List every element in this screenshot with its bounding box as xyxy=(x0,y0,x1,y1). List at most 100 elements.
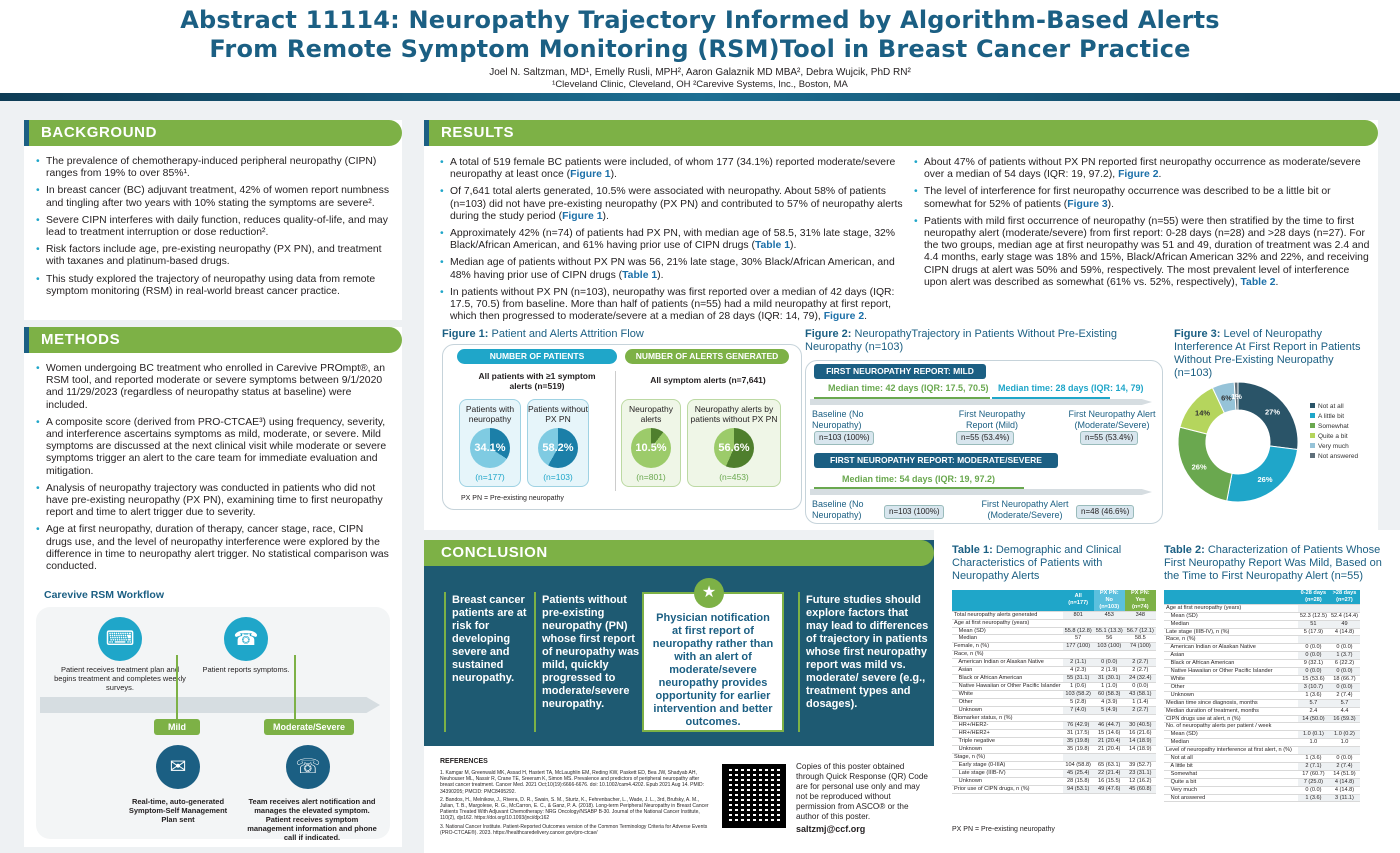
table-cell xyxy=(1328,604,1360,613)
table-cell: A little bit xyxy=(1164,762,1298,771)
card-patients-with-neuropathy: Patients with neuropathy 34.1% (n=177) xyxy=(459,399,521,487)
table-cell xyxy=(1328,746,1360,756)
table-cell: 2 (2.7) xyxy=(1124,706,1156,715)
result-bullet: Patients with mild first occurrence of n… xyxy=(914,216,1370,289)
table-cell: 58.5 xyxy=(1124,634,1156,644)
pie-label-5: 1% xyxy=(1231,392,1242,401)
legend-label-2: Somewhat xyxy=(1318,423,1349,430)
bullet: A composite score (derived from PRO-CTCA… xyxy=(36,417,392,478)
table-cell: Unknown xyxy=(1164,691,1298,700)
header-cell: 0-28 days (n=28) xyxy=(1297,590,1329,605)
table-cell: 1.0 xyxy=(1297,738,1329,748)
table-cell: Very much xyxy=(1164,786,1298,795)
result-text: Patients with mild first occurrence of n… xyxy=(924,215,1370,288)
pill-number-of-patients: NUMBER OF PATIENTS xyxy=(457,349,617,364)
table-cell: 2 (2.7) xyxy=(1124,658,1156,668)
table-cell: Age at first neuropathy (years) xyxy=(952,619,1063,628)
table-cell: CIPN drugs use at alert, n (%) xyxy=(1164,715,1298,724)
figure-reference-link[interactable]: Table 2 xyxy=(1240,276,1276,288)
figure-reference-link[interactable]: Table 1 xyxy=(754,240,790,252)
result-bullet: Median age of patients without PX PN was… xyxy=(440,257,908,281)
table-cell: Mean (SD) xyxy=(1164,612,1298,621)
legend-label-5: Not answered xyxy=(1318,453,1358,460)
workflow-step-treatment: Patient receives treatment plan and begi… xyxy=(54,665,186,692)
table-cell: 103 (58.2) xyxy=(1062,690,1094,699)
bullet: The prevalence of chemotherapy-induced p… xyxy=(36,156,392,180)
table-cell: Biomarker status, n (%) xyxy=(952,714,1063,723)
figure-reference-link[interactable]: Figure 1 xyxy=(570,169,611,181)
table-cell: 2 (2.7) xyxy=(1124,666,1156,675)
table-cell: 52.3 (12.5) xyxy=(1297,612,1329,621)
affiliations: ¹Cleveland Clinic, Cleveland, OH ²Carevi… xyxy=(552,79,848,90)
table-cell xyxy=(1328,635,1360,645)
header-band xyxy=(0,93,1400,101)
table-cell: 348 xyxy=(1124,611,1156,620)
card-patients-without-pxpn: Patients without PX PN 58.2% (n=103) xyxy=(527,399,589,487)
table-row: Age at first neuropathy (years) xyxy=(1164,604,1360,613)
result-text: About 47% of patients without PX PN repo… xyxy=(924,157,1361,181)
table-cell: 4 (3.9) xyxy=(1093,698,1125,707)
table-cell: 2 (7.4) xyxy=(1328,691,1360,700)
table-row: No. of neuropathy alerts per patient / w… xyxy=(1164,722,1360,732)
table-cell: 5 (2.8) xyxy=(1062,698,1094,707)
self-management-plan-icon: ✉ xyxy=(156,745,200,789)
table-cell: 45 (60.8) xyxy=(1124,785,1156,794)
conclusion-panel: CONCLUSION Breast cancer patients are at… xyxy=(424,540,934,746)
mod-first-alert-label: First Neuropathy Alert (Moderate/Severe) xyxy=(981,499,1069,520)
table-cell: Black or African American xyxy=(952,674,1063,683)
table-row: HR+/HER2+31 (17.5)15 (14.6)16 (21.6) xyxy=(952,729,1156,739)
table-row: Mean (SD)55.8 (12.8)55.1 (13.3)56.7 (12.… xyxy=(952,627,1156,636)
table-cell: Asian xyxy=(952,666,1063,675)
table-cell xyxy=(1124,650,1156,660)
figure-reference-link[interactable]: Figure 1 xyxy=(562,210,603,222)
table-cell: Somewhat xyxy=(1164,770,1298,779)
table-cell: 74 (100) xyxy=(1124,642,1156,652)
table-cell: 14 (51.9) xyxy=(1328,770,1360,779)
mild-label: Mild xyxy=(154,719,200,735)
table-cell xyxy=(1062,650,1094,660)
pie-label-4: 6% xyxy=(1221,393,1232,402)
header-cell: >28 days (n=27) xyxy=(1328,590,1360,605)
figure-reference-link[interactable]: Figure 3 xyxy=(1067,198,1108,210)
table-cell: 9 (32.1) xyxy=(1297,659,1329,669)
table-cell: 0 (0.0) xyxy=(1297,786,1329,795)
workflow-arrow xyxy=(40,697,380,713)
table-row: HR+/HER2-76 (42.9)46 (44.7)30 (40.5) xyxy=(952,721,1156,731)
background-panel: BACKGROUND The prevalence of chemotherap… xyxy=(24,120,402,320)
table-cell: HR+/HER2- xyxy=(952,721,1063,731)
author-email-link[interactable]: saltzmj@ccf.org xyxy=(796,824,866,834)
qr-code-image[interactable] xyxy=(722,764,786,828)
table-cell xyxy=(1124,714,1156,723)
table-cell: 14 (50.0) xyxy=(1297,715,1329,724)
table-cell: 55.8 (12.8) xyxy=(1062,627,1094,636)
table-cell: 18 (66.7) xyxy=(1328,675,1360,684)
table-cell: 801 xyxy=(1062,611,1094,620)
result-bullet: In patients without PX PN (n=103), neuro… xyxy=(440,287,908,324)
table-cell: Asian xyxy=(1164,651,1298,661)
figure-reference-link[interactable]: Table 1 xyxy=(622,269,658,281)
table-row: Late stage (IIIB-IV), n (%)5 (17.9)4 (14… xyxy=(1164,628,1360,637)
table-row: Native Hawaiian or Other Pacific Islande… xyxy=(952,682,1156,691)
table-cell: 56.7 (12.1) xyxy=(1124,627,1156,636)
table-cell: 1.0 (0.1) xyxy=(1297,730,1329,740)
table-cell: 2 (1.9) xyxy=(1093,666,1125,675)
table-cell: 21 (20.4) xyxy=(1093,737,1125,747)
table-cell: HR+/HER2+ xyxy=(952,729,1063,739)
bullet: In breast cancer (BC) adjuvant treatment… xyxy=(36,185,392,209)
table-cell: 4 (14.8) xyxy=(1328,778,1360,787)
table-row: Biomarker status, n (%) xyxy=(952,714,1156,723)
figure-1-note: PX PN = Pre-existing neuropathy xyxy=(461,495,564,502)
moderate-severe-label: Moderate/Severe xyxy=(264,719,354,735)
table-cell: Triple negative xyxy=(952,737,1063,747)
table-1-container: All (n=177)PX PN: No (n=103)PX PN: Yes (… xyxy=(952,590,1156,794)
table-cell: American Indian or Alaskan Native xyxy=(952,658,1063,668)
figure-reference-link[interactable]: Figure 2 xyxy=(1118,169,1159,181)
pie-label-1: 26% xyxy=(1258,475,1273,484)
table-cell: Stage, n (%) xyxy=(952,753,1063,762)
figure-reference-link[interactable]: Figure 2 xyxy=(823,311,865,323)
table-cell: 103 (100) xyxy=(1093,642,1125,652)
